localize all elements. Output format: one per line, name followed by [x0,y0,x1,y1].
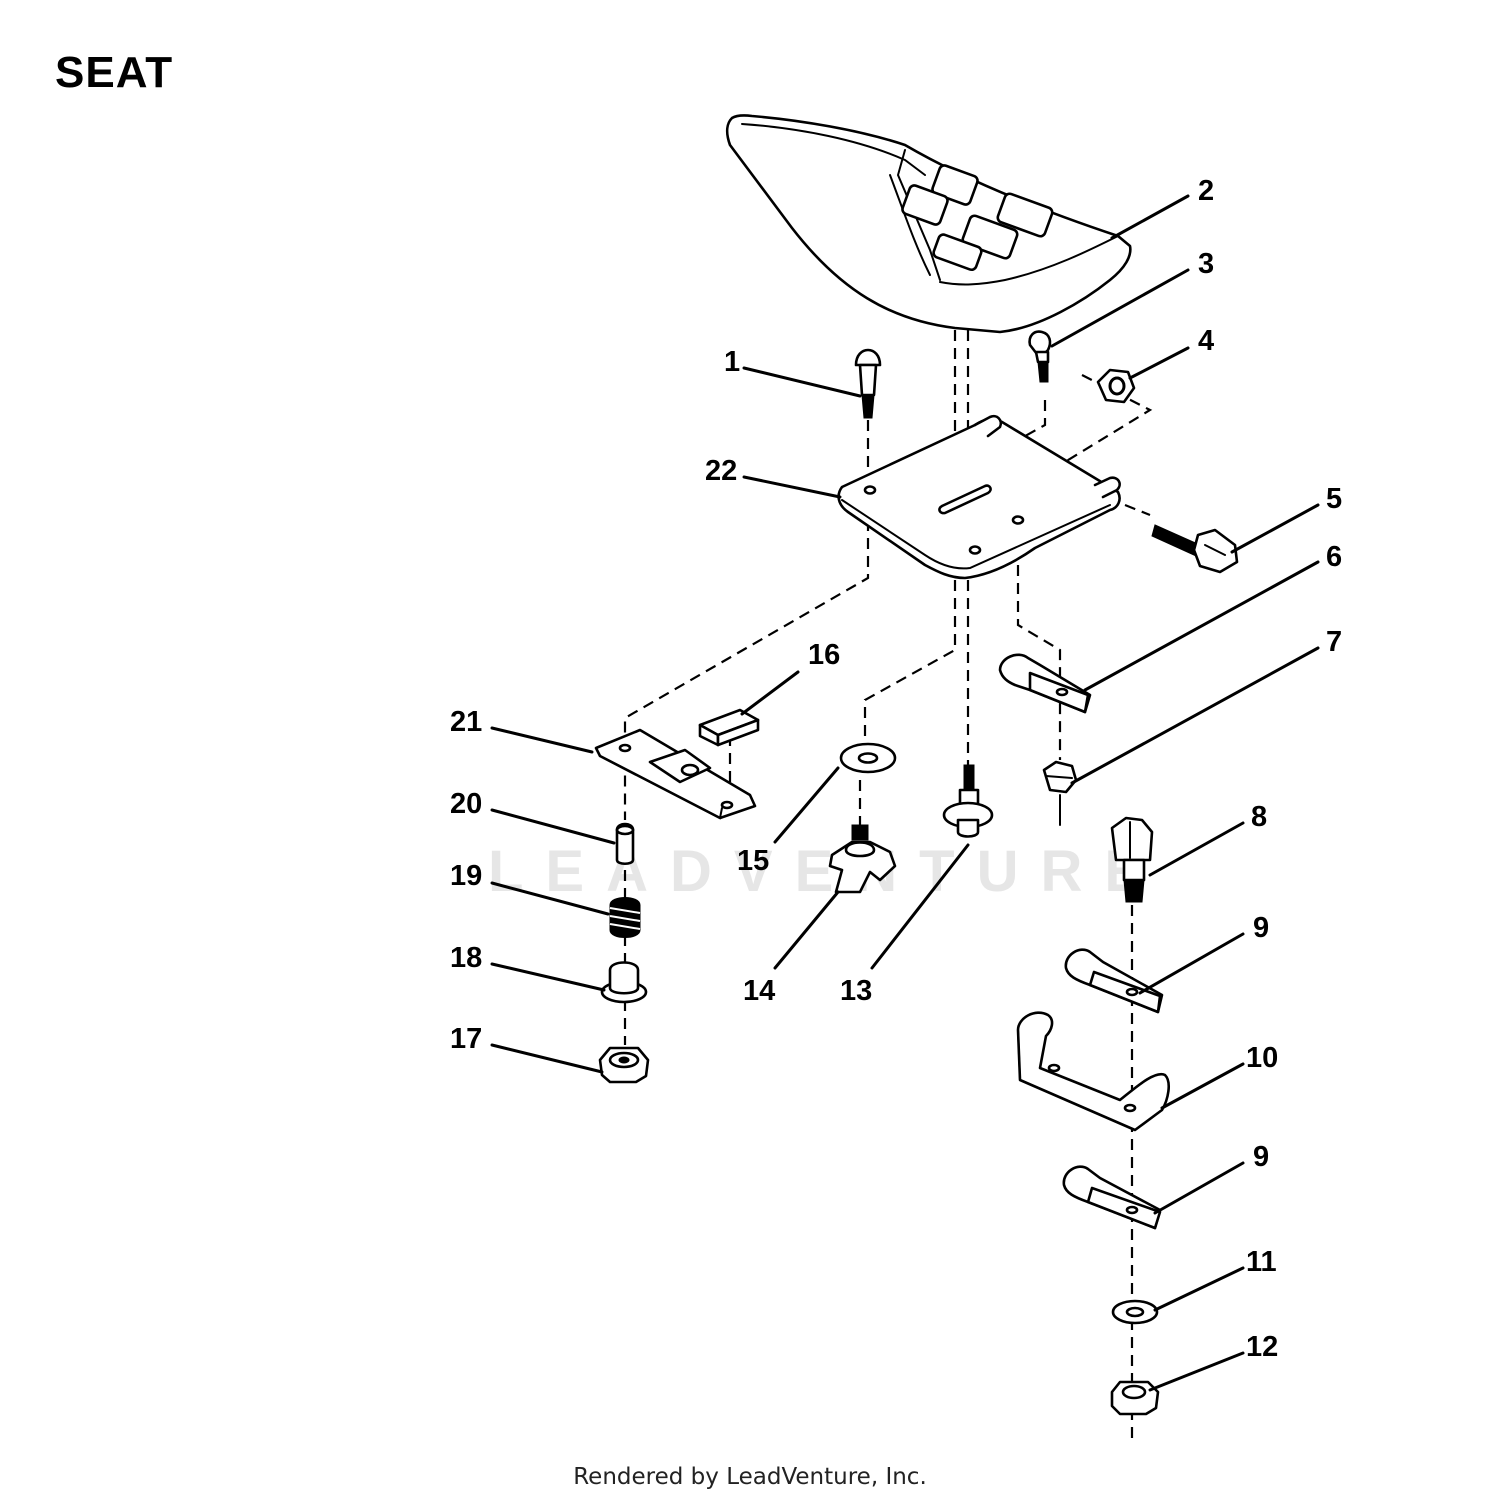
callout-4: 4 [1198,325,1214,357]
shoulder-bolt-13[interactable] [942,764,994,838]
page-title: SEAT [55,48,174,97]
callout-10: 10 [1246,1042,1278,1074]
callout-6: 6 [1326,541,1342,573]
callout-22: 22 [705,455,737,487]
spring-19[interactable] [609,897,641,938]
callout-3: 3 [1198,248,1214,280]
callout-21: 21 [450,706,482,738]
callout-1: 1 [724,346,740,378]
callout-9-lower: 9 [1253,1141,1269,1173]
clip-6[interactable] [998,653,1092,714]
callout-11: 11 [1246,1246,1277,1278]
hex-bolt-8[interactable] [1110,816,1154,903]
knob-14[interactable] [828,824,897,894]
callout-numbers: 2 3 4 5 6 7 8 9 10 9 11 12 13 14 15 16 1… [450,175,1342,1363]
seat-pan[interactable] [837,414,1121,580]
hex-nut-7[interactable] [1042,760,1078,794]
clip-9-lower[interactable] [1062,1165,1162,1230]
bushing-18[interactable] [600,961,648,1004]
callout-20: 20 [450,788,482,820]
flange-nut-17[interactable] [598,1046,650,1084]
hex-bolt-5[interactable] [1151,524,1239,574]
callout-15: 15 [737,845,769,877]
callout-5: 5 [1326,483,1342,515]
carriage-bolt-3[interactable] [1028,330,1052,383]
washer-11[interactable] [1111,1299,1159,1325]
callout-14: 14 [743,975,775,1007]
pin-20[interactable] [615,822,635,866]
callout-8: 8 [1251,801,1267,833]
callout-9-upper: 9 [1253,912,1269,944]
watermark-text: LEADVENTURE [488,839,1166,904]
lock-nut-4[interactable] [1096,368,1136,404]
latch-plate-21[interactable] [594,728,757,820]
washer-15[interactable] [839,742,897,774]
callout-2: 2 [1198,175,1214,207]
key-16[interactable] [698,708,760,747]
callout-17: 17 [450,1023,482,1055]
nut-12[interactable] [1110,1380,1160,1416]
callout-7: 7 [1326,626,1342,658]
seat-shell[interactable] [725,114,1132,334]
bracket-10[interactable] [1016,1011,1171,1132]
clip-9-upper[interactable] [1064,948,1164,1014]
callout-12: 12 [1246,1331,1278,1363]
callout-13: 13 [840,975,872,1007]
footer-credit: Rendered by LeadVenture, Inc. [573,1464,927,1490]
callout-16: 16 [808,639,840,671]
carriage-bolt-1[interactable] [854,348,882,419]
callout-18: 18 [450,942,482,974]
leader-lines [490,194,1320,1392]
callout-19: 19 [450,860,482,892]
